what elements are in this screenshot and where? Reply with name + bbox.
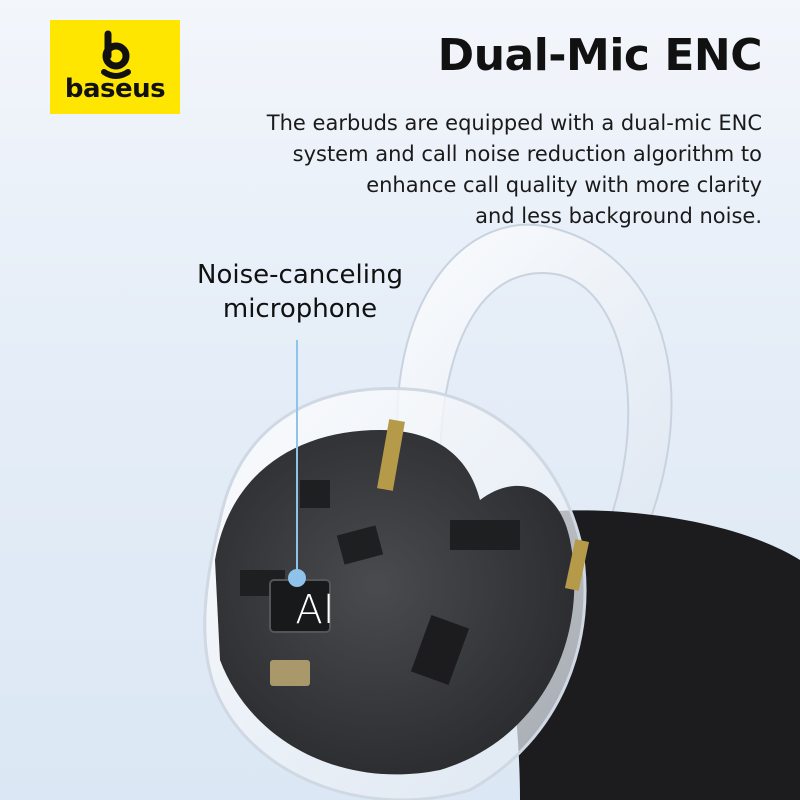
- gold-component: [270, 660, 310, 686]
- description-line: The earbuds are equipped with a dual-mic…: [266, 111, 762, 135]
- callout-line2: microphone: [222, 294, 378, 324]
- ai-chip-label: AI: [295, 587, 335, 633]
- description: The earbuds are equipped with a dual-mic…: [202, 108, 762, 232]
- description-line: system and call noise reduction algorith…: [292, 142, 762, 166]
- callout-line1: Noise-canceling: [197, 260, 403, 290]
- callout-dot: [288, 569, 306, 587]
- ear-hook: [396, 223, 673, 521]
- callout-label: Noise-canceling microphone: [170, 258, 430, 326]
- description-line: enhance call quality with more clarity: [366, 173, 762, 197]
- circuit-board: [215, 430, 575, 775]
- baseus-b-icon: [101, 30, 131, 79]
- page-title: Dual-Mic ENC: [437, 30, 763, 81]
- baseus-logo: baseus: [50, 20, 180, 114]
- brand-name: baseus: [64, 74, 166, 104]
